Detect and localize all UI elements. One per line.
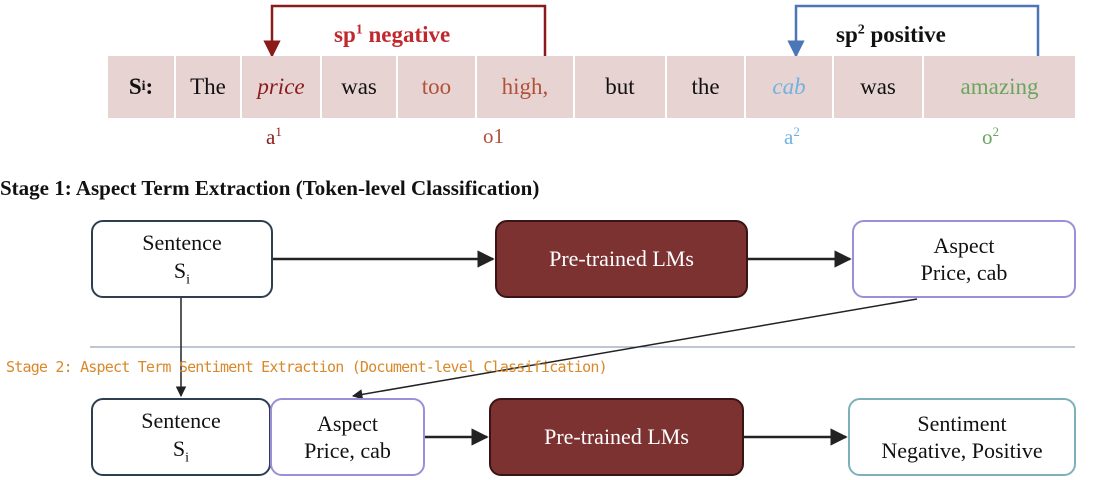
pair1-label: sp1 negative [334, 22, 450, 48]
token-aspect-cab: cab [746, 56, 834, 118]
token: the [667, 56, 746, 118]
annotation-o2-sup: 2 [992, 124, 1000, 139]
token-opinion-amazing: amazing [960, 74, 1039, 99]
stage1-aspect-line1: Aspect [933, 232, 995, 258]
stage2-title: Stage 2: Aspect Term Sentiment Extractio… [6, 358, 608, 376]
token: was [834, 56, 924, 118]
annotation-o2-base: o [982, 125, 993, 149]
row-label-sub: i [141, 79, 146, 94]
stage1-sentence-line2: Si [174, 257, 190, 289]
pair2-bracket [787, 4, 1040, 58]
annotation-a2-sup: 2 [793, 124, 800, 139]
stage1-model-box: Pre-trained LMs [495, 220, 748, 298]
stage1-title: Stage 1: Aspect Term Extraction (Token-l… [0, 176, 540, 200]
annotation-a1-base: a [266, 125, 276, 149]
stage2-aspect-box: Aspect Price, cab [270, 398, 425, 476]
stage2-aspect-line1: Aspect [316, 410, 379, 436]
stage2-sentiment-box: Sentiment Negative, Positive [848, 398, 1076, 476]
annotation-a2: a2 [784, 124, 800, 150]
pair1-bracket [263, 4, 547, 58]
stage1-sentence-box: Sentence Si [91, 220, 273, 298]
pair2-label: sp2 positive [836, 22, 946, 48]
annotation-a1-sup: 1 [275, 124, 282, 139]
pair2-polarity: positive [864, 22, 946, 47]
stage2-sentence-s: S [172, 435, 186, 461]
token: was [322, 56, 398, 118]
stage2-sentiment-line1: Sentiment [917, 410, 1007, 436]
pair2-label-sup: 2 [857, 22, 865, 38]
pair2-label-base: sp [836, 22, 858, 47]
stage2-sentence-line2: Si [173, 435, 189, 467]
stage1-sentence-line1: Sentence [142, 230, 222, 256]
pair1-label-base: sp [334, 22, 356, 47]
stage1-aspect-box: Aspect Price, cab [852, 220, 1076, 298]
token: but [575, 56, 667, 118]
token-aspect-price: price [242, 56, 322, 118]
token: The [176, 56, 242, 118]
token-opinion-high: high, [477, 56, 575, 118]
annotation-o2: o2 [982, 124, 999, 150]
row-label-s: S [128, 74, 142, 99]
stage2-aspect-line2: Price, cab [304, 438, 391, 463]
stage2-sentence-box: Sentence Si [91, 398, 271, 476]
token-opinion-too: too [398, 56, 477, 118]
arrow-aspect-to-stage2 [351, 298, 918, 400]
stage2-model-label: Pre-trained LMs [544, 424, 689, 450]
stage2-model-box: Pre-trained LMs [489, 398, 744, 476]
stage1-model-label: Pre-trained LMs [549, 246, 694, 272]
stage2-sentiment-line2: Negative, Positive [881, 438, 1043, 463]
annotation-o1: o1 [483, 124, 504, 149]
pair1-polarity: negative [362, 22, 451, 47]
stage1-sentence-sub: i [186, 272, 191, 288]
annotation-a1: a1 [266, 124, 282, 150]
annotation-a2-base: a [784, 125, 794, 149]
stage2-sentence-line1: Sentence [141, 408, 221, 434]
stage2-sentence-sub: i [185, 450, 190, 466]
pair1-label-sup: 1 [355, 22, 363, 38]
stage1-aspect-line2: Price, cab [920, 260, 1008, 285]
row-label-colon: : [145, 74, 154, 99]
annotation-o1-base: o1 [483, 124, 504, 148]
stage1-sentence-s: S [173, 257, 187, 283]
